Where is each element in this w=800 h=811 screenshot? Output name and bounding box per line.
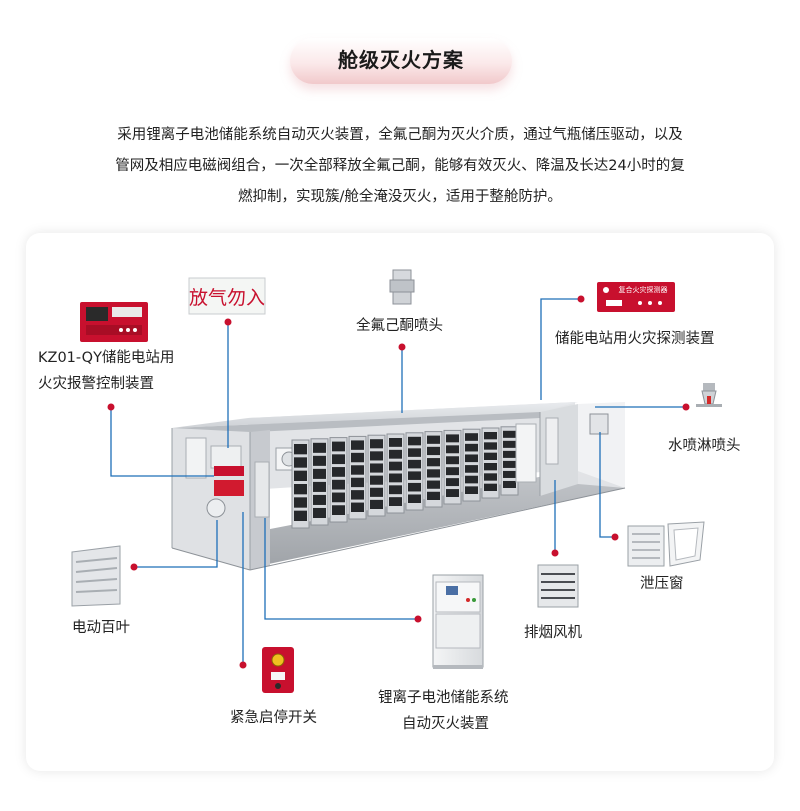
- label-exhaust-fan: 排烟风机: [524, 625, 582, 641]
- leader-dots: [107, 295, 690, 669]
- battery-rack: [462, 428, 481, 502]
- battery-rack: [405, 432, 424, 511]
- label-nozzle: 全氟己酮喷头: [356, 318, 443, 334]
- title-pill: [290, 38, 512, 84]
- battery-rack: [329, 437, 348, 523]
- battery-rack: [291, 439, 310, 529]
- sign-text: 放气勿入: [189, 287, 265, 309]
- sprinkler-head-device: [696, 383, 722, 407]
- leader-lines: [110, 298, 686, 665]
- battery-rack: [424, 431, 443, 508]
- battery-rack: [481, 427, 500, 499]
- battery-rack: [386, 433, 405, 514]
- label-louver: 电动百叶: [72, 620, 130, 636]
- intro-line: 管网及相应电磁阀组合，一次全部释放全氟己酮，能够有效灭火、降温及长达24小时的复: [115, 158, 685, 174]
- container-roof: [172, 402, 578, 428]
- leader-detector: [540, 298, 581, 400]
- label-sprinkler: 水喷淋喷头: [668, 438, 741, 454]
- pressure-vent-on-container: [589, 413, 609, 435]
- electric-louver-device: [71, 545, 121, 607]
- fire-alarm-controller-device: [80, 302, 148, 342]
- battery-rack: [443, 429, 462, 505]
- detector-device-text: 复合火灾探测器: [619, 285, 668, 294]
- page-title: 舱级灭火方案: [338, 48, 464, 72]
- battery-rack: [500, 426, 519, 496]
- extinguishing-cabinet-device: [432, 574, 484, 669]
- container-door: [515, 423, 537, 483]
- battery-rack: [348, 435, 367, 520]
- leader-cabinet: [264, 518, 418, 620]
- intro-line: 采用锂离子电池储能系统自动灭火装置，全氟己酮为灭火介质，通过气瓶储压驱动，以及: [117, 127, 683, 143]
- no-entry-gas-sign: 放气勿入: [188, 277, 266, 315]
- leader-vent: [599, 432, 615, 538]
- label-cabinet-line2: 自动灭火装置: [402, 716, 489, 732]
- label-vent: 泄压窗: [640, 576, 684, 592]
- fire-detection-device: 复合火灾探测器: [597, 282, 675, 312]
- emergency-stop-device: [262, 647, 294, 693]
- label-estop: 紧急启停开关: [230, 710, 317, 726]
- container-controller-unit: [214, 466, 244, 476]
- exhaust-fan-device: [537, 564, 579, 608]
- intro-paragraph: 采用锂离子电池储能系统自动灭火装置，全氟己酮为灭火介质，通过气瓶储压驱动，以及 …: [80, 120, 720, 213]
- battery-rack: [367, 434, 386, 517]
- label-controller-line2: 火灾报警控制装置: [38, 376, 154, 392]
- intro-line: 燃抑制，实现簇/舱全淹没灭火，适用于整舱防护。: [238, 189, 562, 205]
- battery-racks: [291, 426, 519, 529]
- label-detector: 储能电站用火灾探测装置: [555, 331, 715, 347]
- pressure-relief-window-device: [627, 521, 705, 567]
- label-cabinet-line1: 锂离子电池储能系统: [378, 690, 509, 706]
- battery-rack: [310, 438, 329, 526]
- leader-louver: [134, 520, 218, 568]
- leader-controller: [110, 407, 214, 477]
- label-controller-line1: KZ01-QY储能电站用: [38, 350, 175, 366]
- perfluorohexanone-nozzle-device: [389, 269, 415, 305]
